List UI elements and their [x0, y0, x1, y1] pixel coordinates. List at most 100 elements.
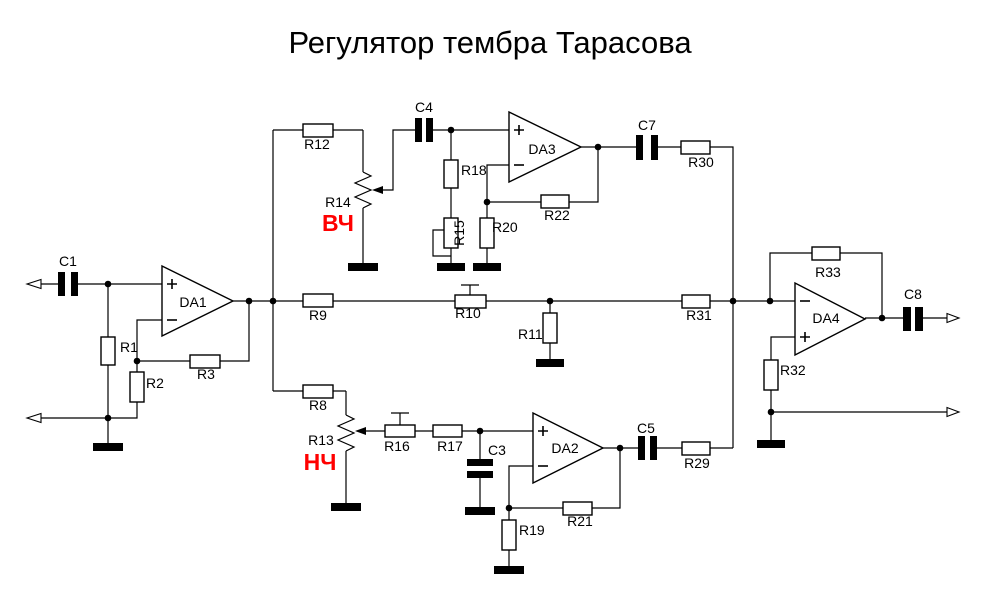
- pot-zigzag-icon: [353, 171, 373, 209]
- label-R21: R21: [567, 513, 593, 529]
- wire-r22-feedback: [487, 147, 599, 203]
- label-R22: R22: [544, 207, 570, 223]
- junction-dot: [616, 444, 624, 452]
- opamp-triangle-icon: [794, 281, 867, 357]
- opamp-triangle-icon: [161, 264, 235, 338]
- label-DA1: DA1: [179, 294, 206, 310]
- plus-icon: [167, 279, 177, 289]
- junction-dot: [133, 357, 141, 365]
- resistor-R1: [100, 336, 116, 366]
- resistors: [100, 123, 841, 551]
- capacitor-C3: [467, 459, 493, 478]
- ground-icon: [331, 503, 361, 511]
- label-R15: R15: [451, 220, 467, 246]
- label-C3: C3: [488, 442, 506, 458]
- cap-plate: [915, 307, 923, 331]
- label-DA3: DA3: [528, 141, 555, 157]
- plus-icon: [538, 426, 548, 436]
- cap-plate: [467, 471, 493, 478]
- wire-da2-inv: [508, 465, 533, 566]
- capacitor-C1: [58, 272, 78, 296]
- input-arrow-icon: [25, 278, 42, 290]
- label-R9: R9: [309, 307, 327, 323]
- junction-dot: [483, 198, 491, 206]
- wires: [41, 129, 947, 566]
- junction-dot: [767, 408, 775, 416]
- junction-dot: [476, 427, 484, 435]
- label-R29: R29: [684, 455, 710, 471]
- capacitor-C5: [638, 436, 657, 460]
- resistor-R30: [680, 140, 711, 155]
- label-R30: R30: [688, 154, 714, 170]
- trimmer-mark-R10-icon: [461, 284, 479, 295]
- resistor-R11: [542, 312, 558, 344]
- label-R3: R3: [197, 366, 215, 382]
- label-R14: R14: [325, 194, 351, 210]
- label-hf: ВЧ: [322, 210, 354, 236]
- label-DA2: DA2: [551, 440, 578, 456]
- label-DA4: DA4: [812, 310, 839, 326]
- cap-plate: [71, 272, 78, 296]
- junction-dots: [104, 126, 886, 512]
- ground-symbols: [93, 263, 785, 574]
- ground-icon: [536, 359, 564, 367]
- label-C1: C1: [59, 253, 77, 269]
- resistor-R32: [763, 359, 779, 391]
- cap-plate: [903, 307, 911, 331]
- label-R18: R18: [461, 162, 487, 178]
- opamp-DA4: [794, 281, 867, 357]
- label-C8: C8: [904, 286, 922, 302]
- pot-wiper-arrow-icon: [355, 427, 366, 435]
- ground-icon: [473, 263, 501, 271]
- potentiometer-R13-lf: [336, 414, 366, 452]
- cap-plate: [426, 118, 433, 142]
- cap-plate: [638, 436, 645, 460]
- resistor-R20: [479, 217, 495, 249]
- resistor-R15-trimmer: [443, 217, 459, 249]
- junction-dot: [766, 297, 774, 305]
- resistor-R21: [562, 501, 593, 516]
- text-labels: Регулятор тембра Тарасова C1 R1 R2 R3 DA…: [59, 25, 922, 538]
- resistor-R22: [540, 194, 570, 209]
- page-title: Регулятор тембра Тарасова: [288, 25, 692, 60]
- label-C5: C5: [637, 420, 655, 436]
- label-R13: R13: [308, 432, 334, 448]
- label-C7: C7: [638, 117, 656, 133]
- resistor-R3: [189, 354, 221, 369]
- resistor-R29: [681, 441, 711, 456]
- resistor-R8: [302, 384, 334, 399]
- io-ports: [25, 278, 961, 424]
- wire-r3-feedback: [220, 301, 250, 362]
- plus-icon: [800, 332, 810, 342]
- cap-plate: [636, 135, 643, 160]
- label-R17: R17: [437, 438, 463, 454]
- label-R10: R10: [455, 305, 481, 321]
- resistor-R2: [129, 371, 145, 403]
- opamp-DA2: [532, 411, 605, 485]
- label-R16: R16: [384, 438, 410, 454]
- junction-dot: [505, 504, 513, 512]
- junction-dot: [104, 414, 112, 422]
- label-R33: R33: [815, 264, 841, 280]
- cap-plate: [58, 272, 65, 296]
- ground-icon: [465, 507, 495, 515]
- label-R20: R20: [492, 219, 518, 235]
- resistor-R33: [811, 246, 841, 261]
- trimmer-mark-R15-icon: [432, 229, 451, 257]
- label-R19: R19: [519, 522, 545, 538]
- label-lf: НЧ: [304, 449, 337, 475]
- cap-plate: [651, 135, 658, 160]
- wire-r21-feedback: [509, 448, 621, 509]
- cap-plate: [467, 459, 493, 466]
- junction-dot: [878, 314, 886, 322]
- resistor-R9: [302, 293, 334, 308]
- junction-dot: [245, 297, 253, 305]
- capacitor-C8: [903, 307, 923, 331]
- ground-icon: [93, 443, 123, 451]
- resistor-R18: [443, 159, 459, 189]
- label-R12: R12: [304, 136, 330, 152]
- label-R8: R8: [309, 397, 327, 413]
- junction-dot: [104, 280, 112, 288]
